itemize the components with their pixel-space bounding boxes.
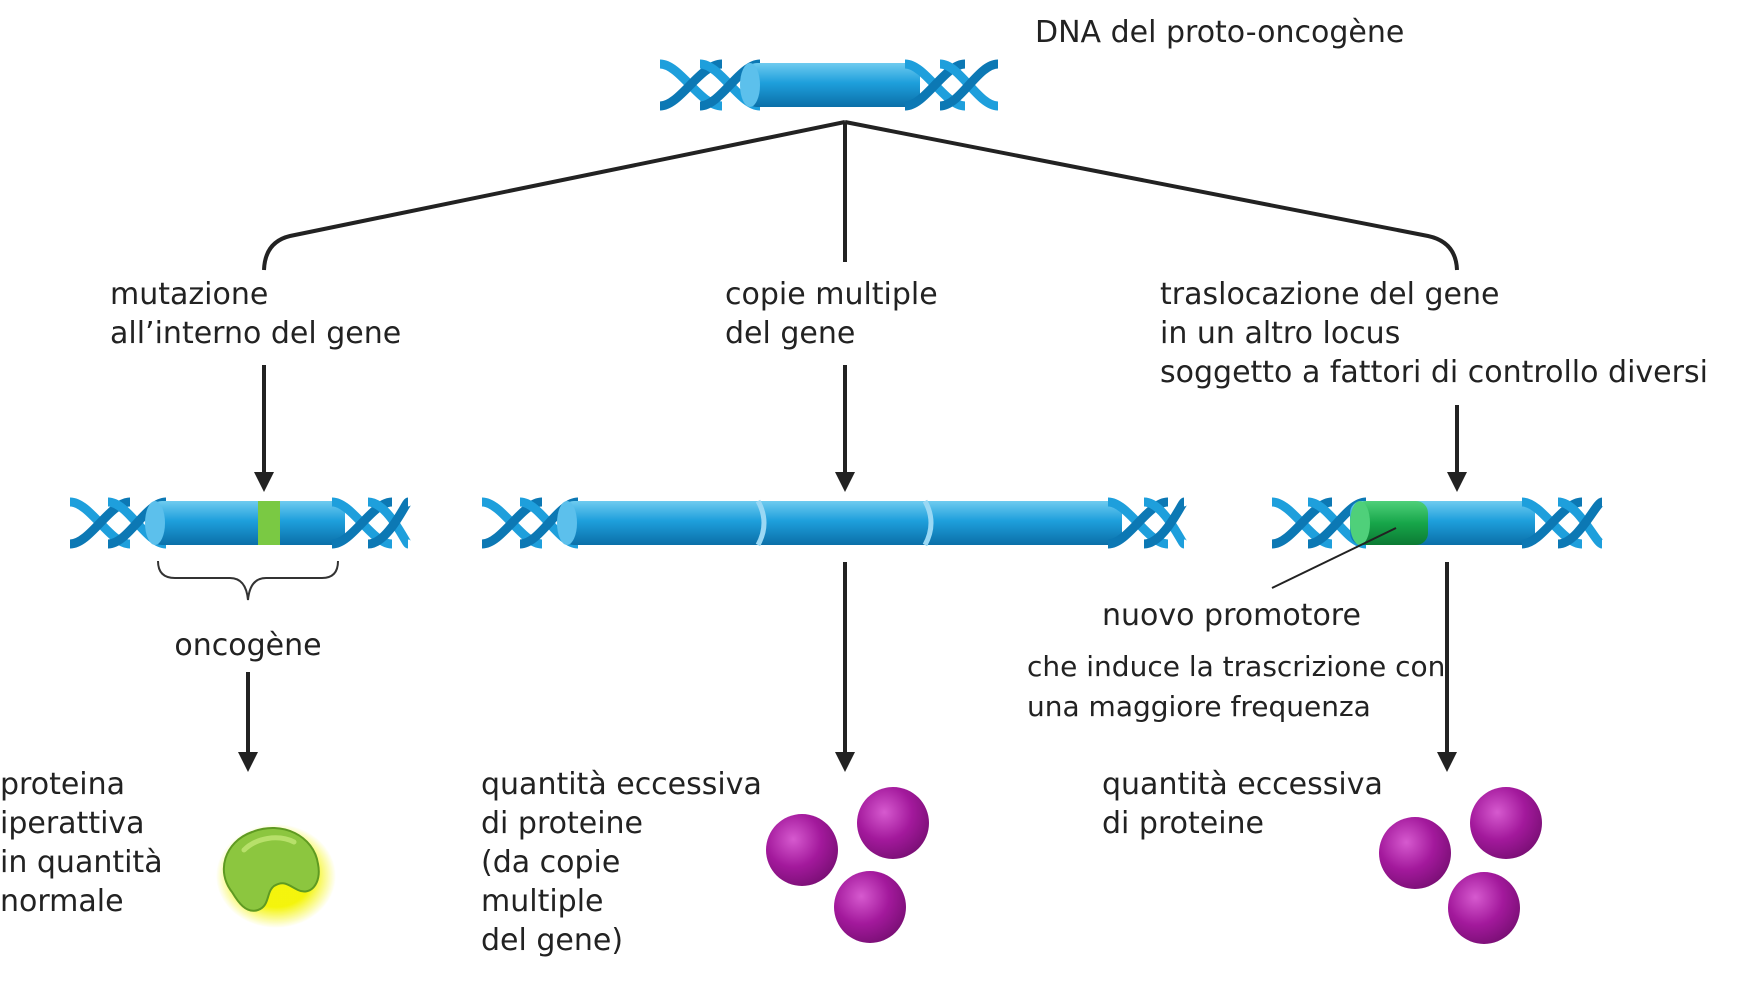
gene-segment <box>745 63 920 107</box>
gene-copy-divider <box>922 499 934 547</box>
mutation-band <box>258 501 280 545</box>
branch-line-right <box>844 120 1459 271</box>
translocation-label: traslocazione del gene in un altro locus… <box>1160 277 1708 390</box>
copies-result-label: quantità eccessiva di proteine (da copie… <box>481 767 762 958</box>
protein-highlight <box>241 835 297 853</box>
branch-lines <box>262 120 1459 271</box>
translocation-result-label: quantità eccessiva di proteine <box>1102 767 1383 841</box>
result-label-line: normale <box>0 884 124 919</box>
oncogene-bracket <box>157 560 339 601</box>
arrows-to-proteins <box>238 562 1457 772</box>
result-label-line: (da copie <box>481 845 620 880</box>
new-promoter-label: nuovo promotore <box>1102 598 1361 633</box>
new-promoter-segment <box>1354 501 1428 545</box>
proto-oncogene-dna <box>659 59 999 111</box>
copies-label-line: copie multiple <box>725 277 938 312</box>
protein-cluster-center <box>766 787 929 943</box>
protein-sphere-icon <box>766 814 838 886</box>
mutation-label-line: mutazione <box>110 277 268 312</box>
dna-helix-right <box>1521 497 1605 549</box>
amplified-dna <box>481 497 1189 549</box>
promoter-segment-cap <box>1350 501 1370 545</box>
dna-helix-right <box>904 59 999 111</box>
protein-sphere-icon <box>834 871 906 943</box>
proto-oncogene-label: DNA del proto-oncogène <box>1035 15 1404 50</box>
promoter-description: che induce la trascrizione con una maggi… <box>1027 650 1445 723</box>
copies-label-line: del gene <box>725 316 855 351</box>
hyperactive-protein-icon <box>216 824 336 928</box>
result-label-line: di proteine <box>481 806 643 841</box>
gene-segment-cap <box>145 501 165 545</box>
result-label-line: quantità eccessiva <box>1102 767 1383 802</box>
promoter-description-line: una maggiore frequenza <box>1027 690 1371 723</box>
mutated-dna <box>69 497 413 549</box>
oncogene-label: oncogène <box>174 628 321 663</box>
arrows-to-dna <box>254 365 1467 492</box>
protein-sphere-icon <box>1379 817 1451 889</box>
translocated-dna <box>1271 497 1605 549</box>
result-label-line: iperattiva <box>0 806 145 841</box>
translocation-label-line: in un altro locus <box>1160 316 1400 351</box>
result-label-line: quantità eccessiva <box>481 767 762 802</box>
translocation-label-line: soggetto a fattori di controllo diversi <box>1160 355 1708 390</box>
gene-segment-cap <box>557 501 577 545</box>
result-label-line: di proteine <box>1102 806 1264 841</box>
mutation-result-label: proteina iperattiva in quantità normale <box>0 767 163 919</box>
gene-segment <box>150 501 345 545</box>
mutation-label: mutazione all’interno del gene <box>110 277 401 351</box>
protein-sphere-icon <box>1448 872 1520 944</box>
gene-segment <box>562 501 1122 545</box>
result-label-line: del gene) <box>481 923 623 958</box>
result-label-line: multiple <box>481 884 604 919</box>
gene-segment-cap <box>740 63 760 107</box>
result-label-line: in quantità <box>0 845 163 880</box>
protein-cluster-right <box>1379 787 1542 944</box>
protein-sphere-icon <box>1470 787 1542 859</box>
dna-helix-right <box>331 497 413 549</box>
gene-copy-divider <box>755 499 767 547</box>
mutation-label-line: all’interno del gene <box>110 316 401 351</box>
protein-sphere-icon <box>857 787 929 859</box>
result-label-line: proteina <box>0 767 125 802</box>
branch-line-left <box>262 120 846 271</box>
translocation-label-line: traslocazione del gene <box>1160 277 1499 312</box>
dna-helix-right <box>1107 497 1189 549</box>
copies-label: copie multiple del gene <box>725 277 938 351</box>
promoter-description-line: che induce la trascrizione con <box>1027 650 1445 683</box>
promoter-pointer-line <box>1271 527 1397 589</box>
